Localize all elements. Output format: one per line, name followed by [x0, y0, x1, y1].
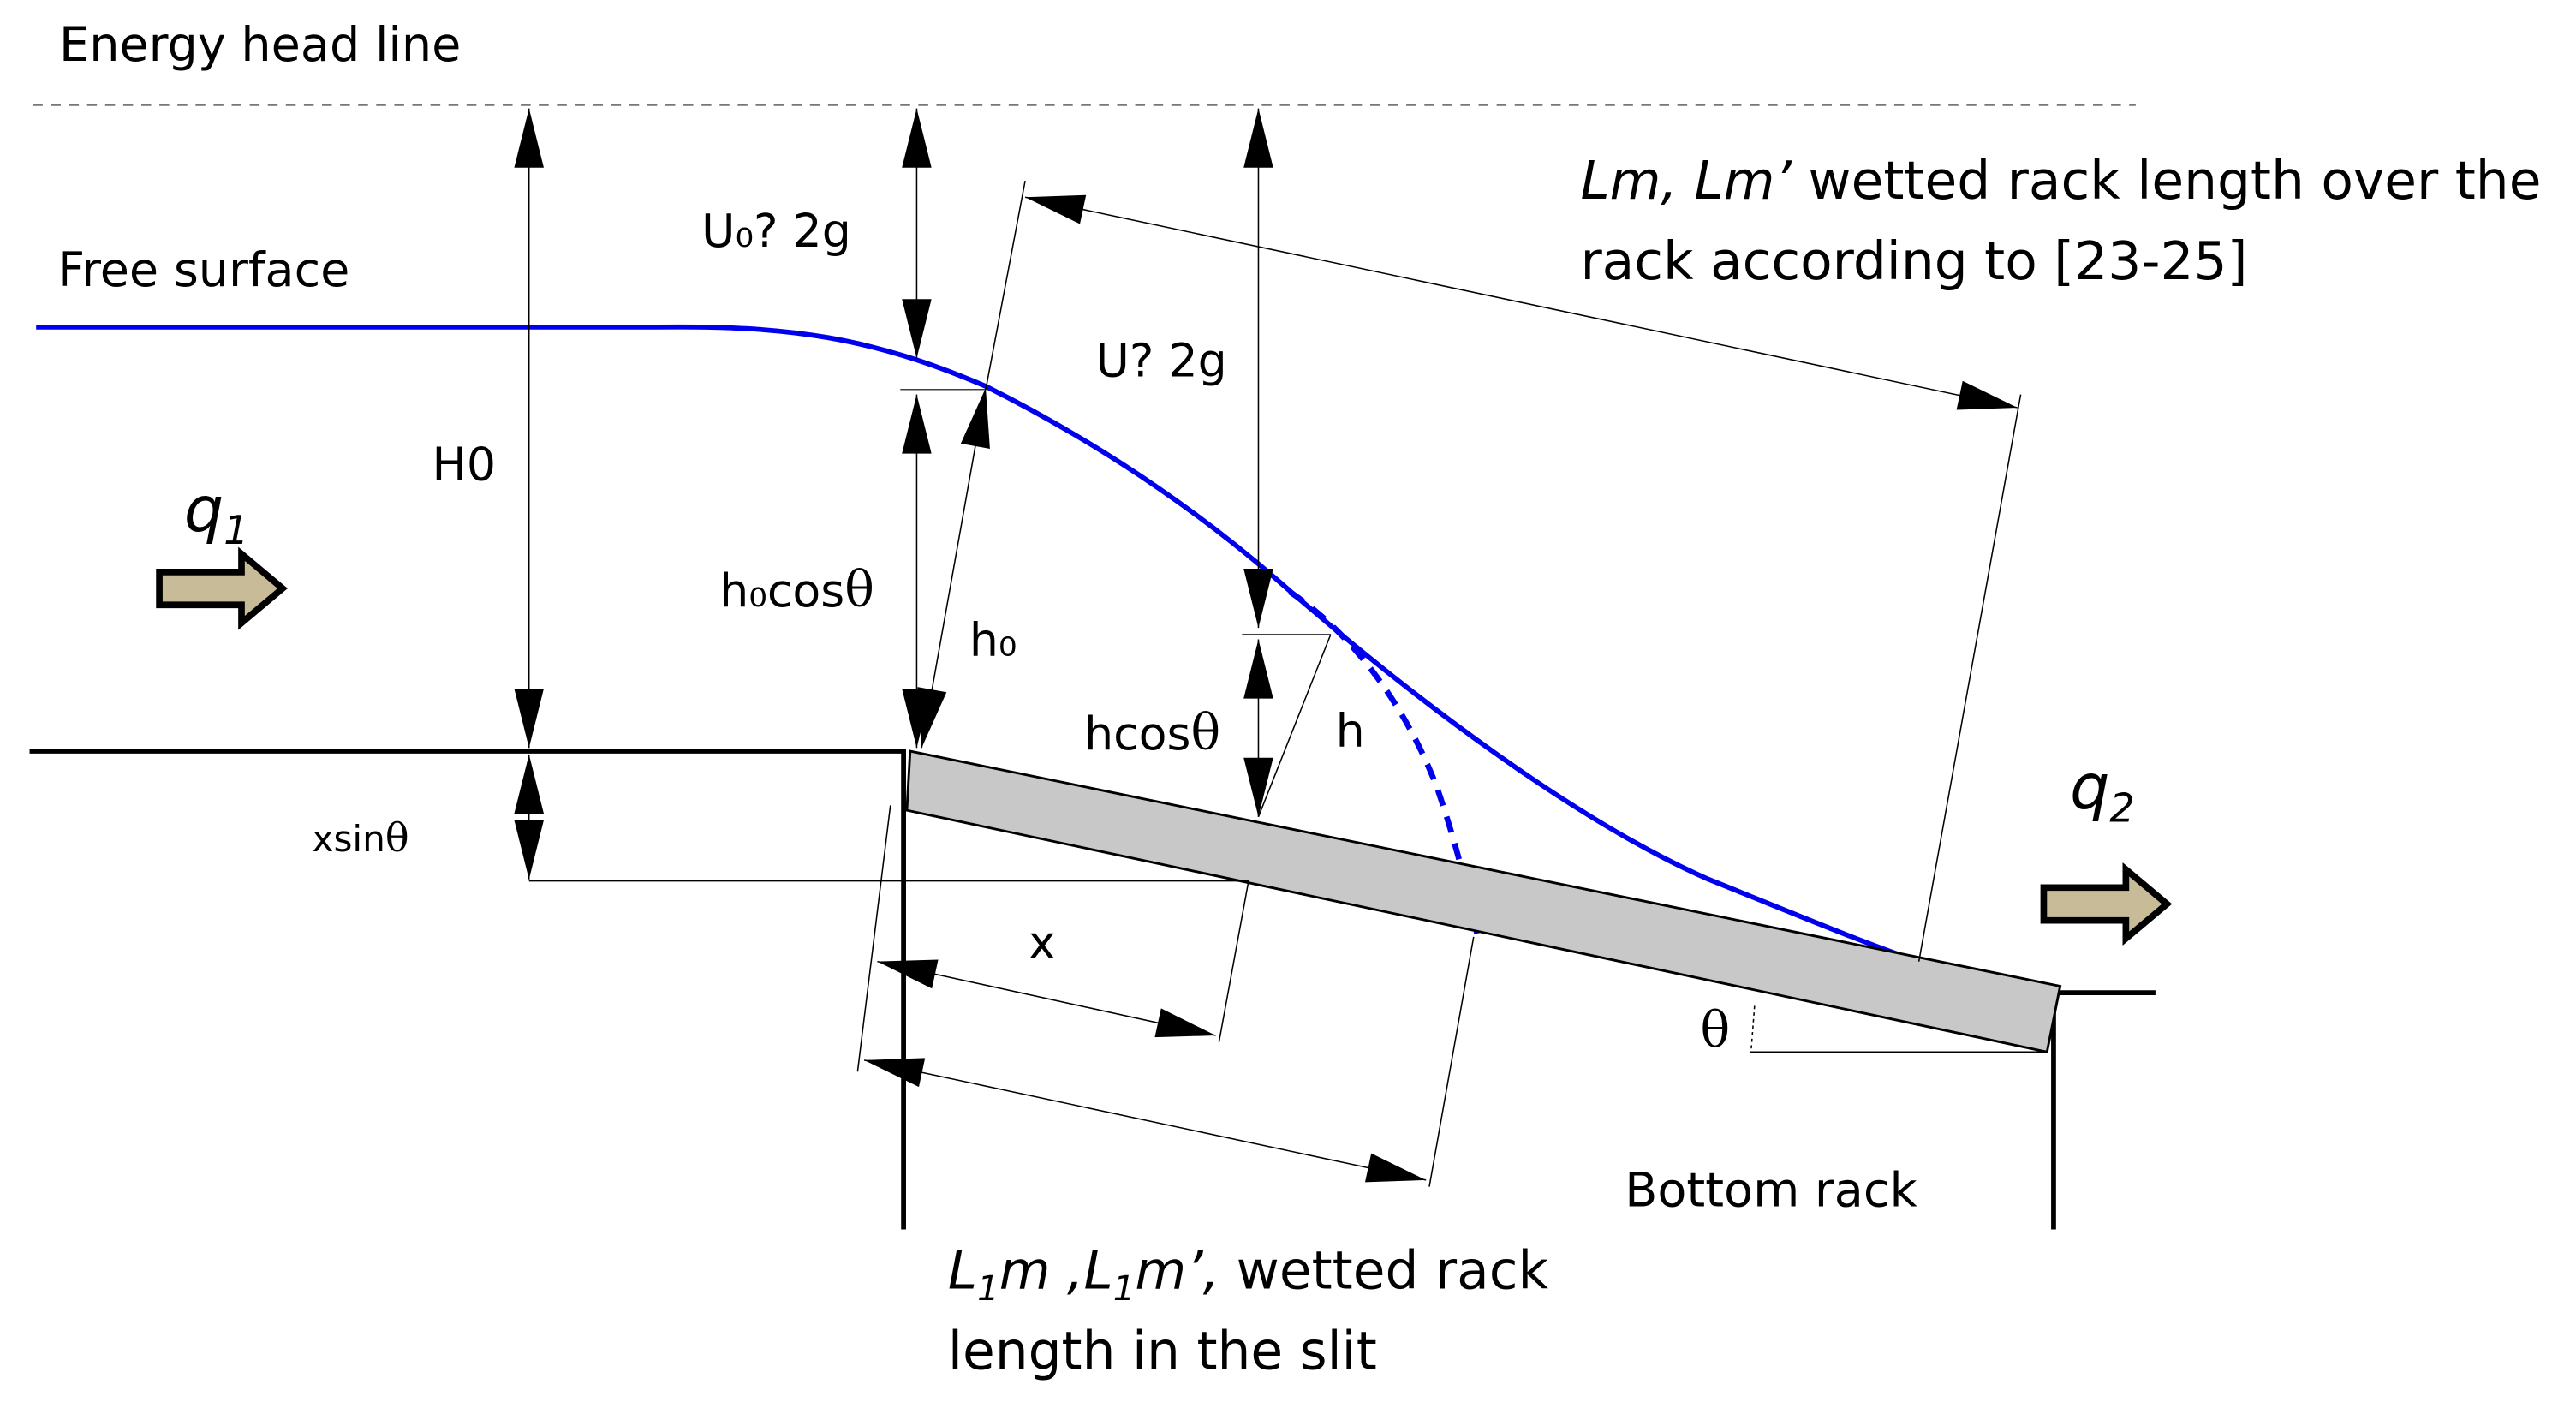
l1m-extension-right — [1428, 936, 1475, 1187]
x-label: x — [1029, 916, 1056, 969]
theta-dotted-line — [1750, 1005, 1756, 1049]
u0-term-label: U₀? 2g — [701, 204, 851, 258]
q1-flow-arrow — [156, 546, 288, 630]
bottom-rack-bar — [905, 749, 2062, 1053]
q2-flow-arrow — [2040, 862, 2173, 946]
l1m-label-line1: L1m ,L1m’, wetted rack — [948, 1241, 1549, 1309]
h-normal-line — [1257, 634, 1332, 818]
h0-dimension — [917, 387, 990, 749]
q2-subscript: 2 — [2109, 785, 2134, 832]
lm-extension-right — [1917, 394, 2022, 962]
q1-label: q1 — [184, 474, 249, 553]
downstream-channel-step — [2051, 990, 2156, 1230]
free-surface-curve — [36, 324, 1920, 964]
xsin-theta: θ — [385, 814, 409, 861]
lm-extension-left — [985, 180, 1026, 390]
l1m-label-line2: length in the slit — [948, 1321, 1377, 1382]
x-extension-right — [1218, 880, 1249, 1042]
lm-label-line1: Lm, Lm’ wetted rack length over the — [1580, 151, 2541, 212]
u-term-label: U? 2g — [1096, 333, 1227, 387]
hcos-label: hcosθ — [1084, 704, 1220, 761]
l1m-dimension — [863, 1058, 1427, 1183]
q2-label: q2 — [2070, 751, 2135, 831]
free-surface-label: Free surface — [57, 242, 349, 298]
bottom-rack-label: Bottom rack — [1625, 1163, 1917, 1219]
h-label: h — [1336, 703, 1365, 757]
h0cos-label: h₀cosθ — [719, 561, 874, 618]
h0cos-theta: θ — [844, 561, 874, 618]
lm-label-line2: rack according to [23-25] — [1580, 231, 2247, 292]
theta-label: θ — [1701, 1001, 1731, 1059]
hcos-theta: θ — [1191, 704, 1221, 761]
x-extension-left — [856, 805, 891, 1072]
h0-label: h₀ — [969, 613, 1017, 667]
jet-trajectory-dashed — [1288, 589, 1480, 934]
x-dimension — [877, 959, 1216, 1038]
energy-head-line-label: Energy head line — [59, 17, 461, 73]
H0-label: H0 — [432, 437, 497, 491]
xsin-label: xsinθ — [312, 814, 408, 861]
upstream-channel-bed — [29, 749, 906, 1230]
q1-subscript: 1 — [224, 507, 248, 553]
lm-dimension — [1024, 194, 2018, 410]
